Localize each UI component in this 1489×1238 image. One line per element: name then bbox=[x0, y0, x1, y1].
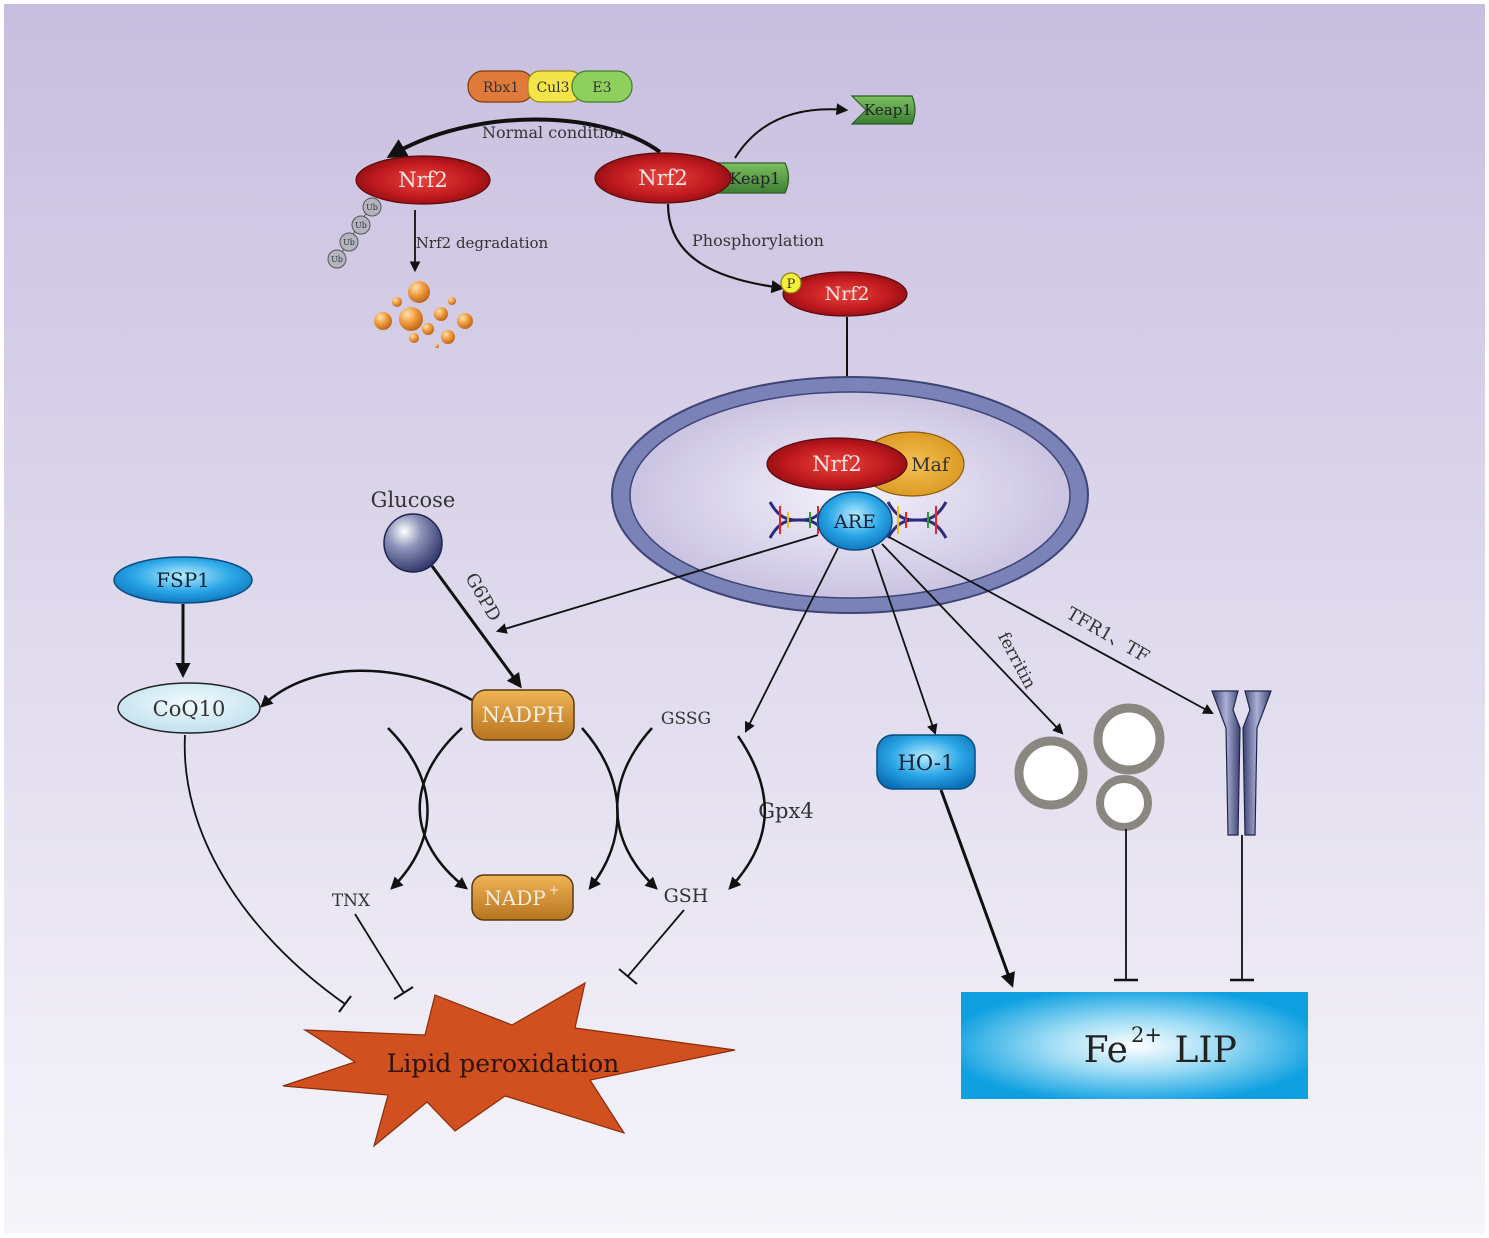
normal-condition-label: Normal condition bbox=[482, 123, 624, 142]
gssg-to-gsh-arc-right bbox=[728, 735, 766, 890]
ub-node-2 bbox=[351, 215, 371, 235]
coq10-inhibition-bar bbox=[338, 995, 352, 1013]
keap1-bound-label: Keap1 bbox=[730, 169, 781, 188]
ubiquitin-chain: Ub Ub Ub Ub bbox=[327, 197, 382, 269]
nrf2-degradation-label: Nrf2 degradation bbox=[416, 234, 549, 252]
nadph-to-coq10-arrow bbox=[260, 669, 473, 708]
fe-lip-box bbox=[961, 992, 1308, 1099]
nadp-superscript: + bbox=[549, 883, 559, 897]
tnx-inhibition-bar bbox=[393, 986, 414, 1000]
lip-label: LIP bbox=[1163, 1030, 1237, 1071]
are-label: ARE bbox=[833, 511, 876, 533]
coq10-label: CoQ10 bbox=[153, 697, 226, 721]
ub-node-3 bbox=[339, 232, 359, 252]
nrf2-left-label: Nrf2 bbox=[398, 168, 448, 192]
ub-label-4: Ub bbox=[331, 255, 343, 264]
nrf2-nucleus-label: Nrf2 bbox=[812, 452, 862, 476]
lipid-peroxidation-label: Lipid peroxidation bbox=[387, 1049, 620, 1078]
gpx4-label: Gpx4 bbox=[758, 799, 813, 823]
nrf2-bound-label: Nrf2 bbox=[638, 166, 688, 190]
e3-label: E3 bbox=[592, 80, 611, 96]
nrf2-phospho-label: Nrf2 bbox=[825, 283, 870, 305]
nrf2-phospho-node bbox=[782, 271, 908, 317]
are-to-ho1-arrow bbox=[871, 548, 938, 736]
ho1-node bbox=[876, 734, 976, 790]
lipid-peroxidation-burst bbox=[282, 981, 736, 1148]
ub-label-3: Ub bbox=[343, 238, 355, 247]
nrf2-nucleus-node bbox=[766, 437, 908, 491]
keap1-release-arrow bbox=[734, 103, 849, 159]
nadp-node bbox=[471, 874, 574, 921]
ub-node-1 bbox=[362, 197, 382, 217]
gssg-to-gsh-arc-left bbox=[616, 727, 658, 890]
keap1-free-label: Keap1 bbox=[864, 101, 912, 119]
dna-helix-right bbox=[886, 501, 948, 539]
fe-label: Fe bbox=[1084, 1030, 1128, 1071]
are-node bbox=[817, 491, 893, 551]
glucose-node bbox=[383, 513, 443, 573]
are-to-ferritin-arrow bbox=[881, 543, 1064, 735]
ub-label-2: Ub bbox=[355, 221, 367, 230]
degradation-fragments bbox=[374, 281, 473, 348]
gsh-inhibition-line bbox=[627, 909, 685, 977]
phosphorylation-arrow bbox=[666, 203, 785, 294]
cul3-label: Cul3 bbox=[536, 80, 569, 96]
nadph-label: NADPH bbox=[482, 703, 565, 727]
phosphate-label: P bbox=[787, 277, 796, 292]
are-to-gssg-arrow bbox=[745, 547, 839, 733]
gsh-label: GSH bbox=[664, 885, 709, 907]
nrf2-ubiquitinated-node bbox=[355, 155, 491, 205]
gsh-inhibition-bar bbox=[618, 968, 638, 985]
phosphorylation-label: Phosphorylation bbox=[692, 231, 824, 250]
ferritin-cluster bbox=[1014, 703, 1165, 831]
normal-condition-arrow bbox=[386, 117, 662, 159]
fsp1-node bbox=[113, 556, 253, 604]
coq10-node bbox=[117, 682, 261, 734]
rbx1-label: Rbx1 bbox=[483, 80, 519, 96]
phosphate-node bbox=[780, 272, 802, 294]
cul3-complex: Rbx1 Cul3 E3 bbox=[467, 70, 633, 103]
tfr1-receptor bbox=[1211, 690, 1272, 836]
ub-label-1: Ub bbox=[366, 203, 378, 212]
nadp-label: NADP bbox=[484, 886, 545, 910]
are-to-tfr1-arrow bbox=[888, 536, 1214, 715]
coq10-inhibition-line bbox=[183, 734, 346, 1005]
g6pd-arrow bbox=[430, 565, 522, 689]
maf-label: Maf bbox=[911, 454, 951, 476]
fe-superscript: 2+ bbox=[1131, 1023, 1162, 1047]
tnx-cycle-arc bbox=[387, 727, 429, 890]
keap1-free-node bbox=[850, 95, 916, 125]
fsp1-label: FSP1 bbox=[156, 568, 210, 592]
gssg-label: GSSG bbox=[661, 709, 711, 729]
ferritin-shell-small bbox=[1096, 775, 1152, 831]
ho1-to-lip-arrow bbox=[939, 789, 1015, 988]
tnx-inhibition-line bbox=[354, 913, 405, 994]
e3-node bbox=[571, 70, 633, 103]
ferritin-shell-large bbox=[1014, 736, 1088, 810]
keap1-bound-node bbox=[711, 162, 790, 194]
tnx-label: TNX bbox=[332, 891, 371, 911]
ferritin-shell-top bbox=[1093, 703, 1165, 775]
ub-node-4 bbox=[327, 249, 347, 269]
nadph-node bbox=[471, 689, 575, 741]
glucose-label: Glucose bbox=[371, 488, 456, 512]
nrf2-keap1-node bbox=[594, 152, 732, 204]
nadph-to-nadp-arc-left bbox=[418, 727, 468, 890]
are-to-g6pd-arrow bbox=[495, 534, 819, 634]
ho1-label: HO-1 bbox=[898, 751, 955, 775]
